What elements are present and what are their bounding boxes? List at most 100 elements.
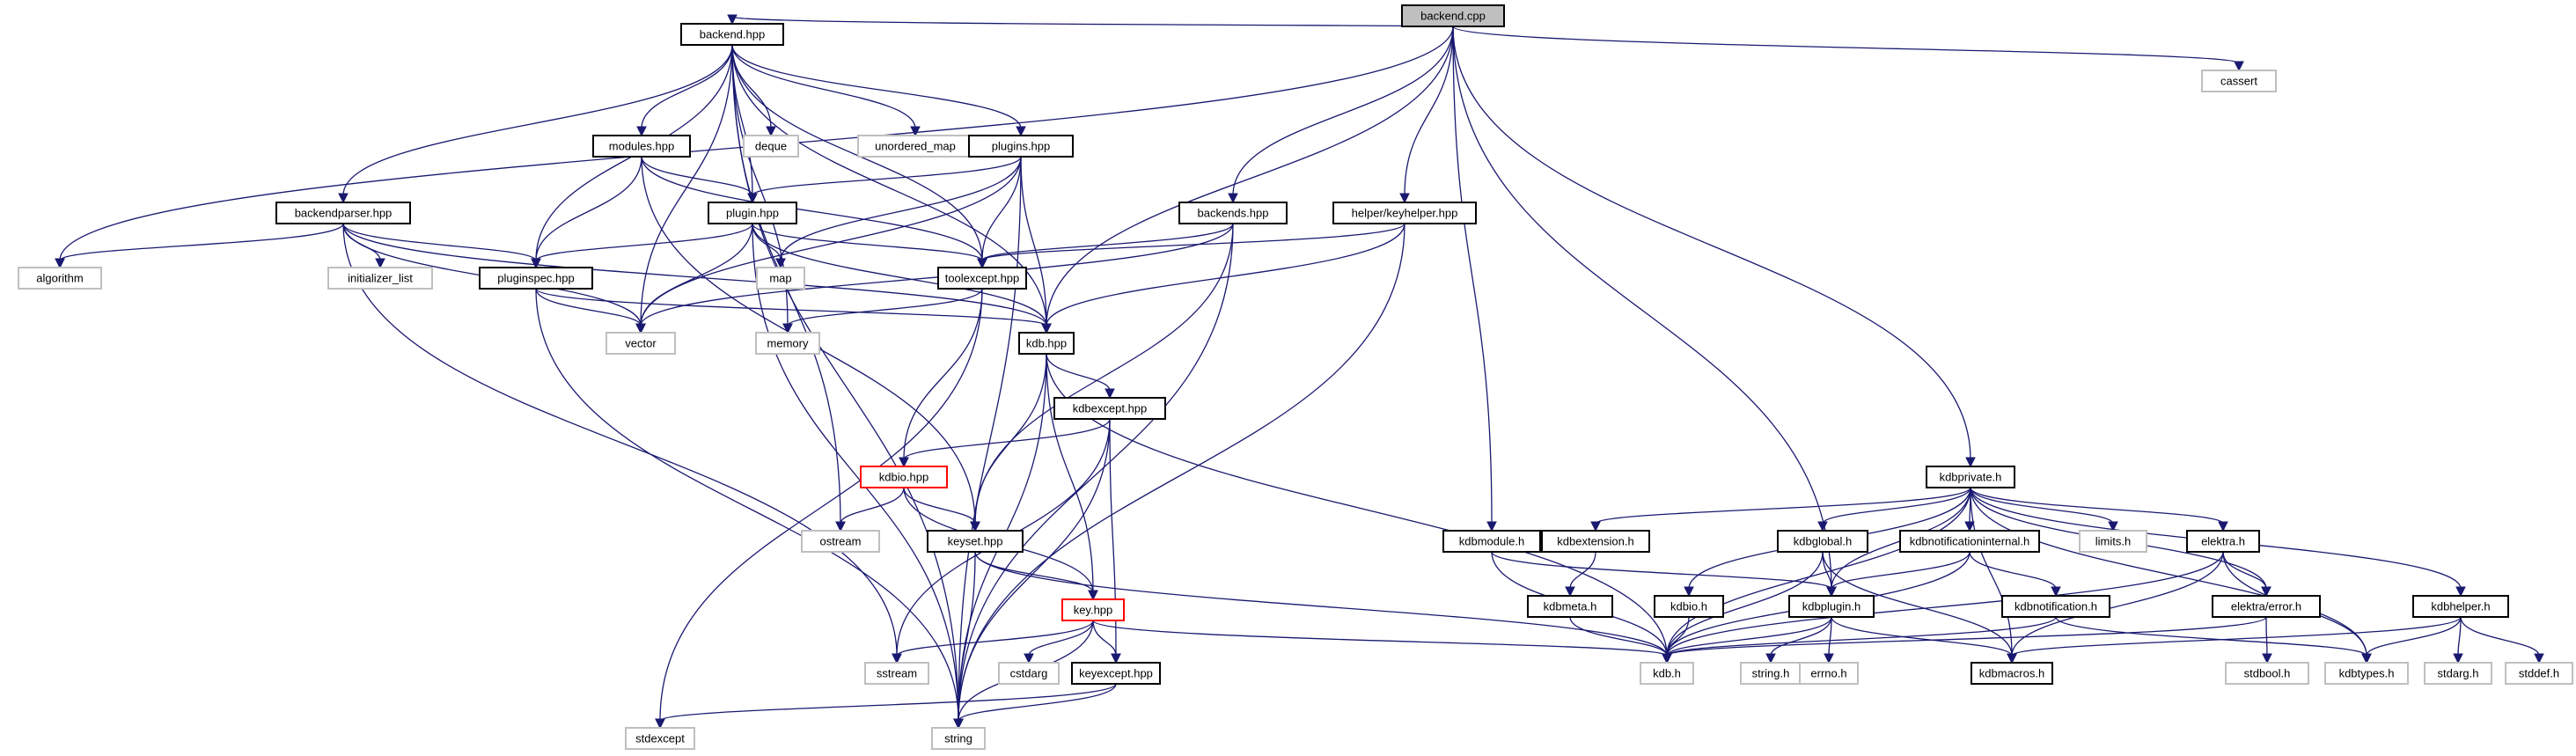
edge-kdbprivate-h-to-limits-h bbox=[1970, 487, 2118, 532]
node-label: keyset.hpp bbox=[948, 535, 1003, 548]
node-kdbnotificationinternal-h[interactable]: kdbnotificationinternal.h bbox=[1899, 530, 2040, 553]
arrowhead-icon bbox=[1041, 323, 1052, 334]
node-key-hpp[interactable]: key.hpp bbox=[1061, 598, 1125, 621]
node-box bbox=[937, 267, 1027, 290]
edge-kdbprivate-h-to-kdbextension-h bbox=[1590, 487, 1971, 532]
arrowhead-icon bbox=[782, 323, 793, 334]
node-label: pluginspec.hpp bbox=[497, 272, 574, 285]
arrowhead-icon bbox=[899, 457, 909, 468]
arrowhead-icon bbox=[747, 193, 758, 204]
edge-kdb-hpp-to-kdbexcept-hpp bbox=[1046, 353, 1115, 400]
node-keyset-hpp[interactable]: keyset.hpp bbox=[927, 530, 1024, 553]
node-stdexcept: stdexcept bbox=[625, 727, 695, 750]
arrowhead-icon bbox=[892, 653, 902, 664]
node-backends-hpp[interactable]: backends.hpp bbox=[1178, 202, 1288, 224]
node-initializer-list: initializer_list bbox=[327, 267, 433, 290]
node-label: toolexcept.hpp bbox=[945, 272, 1020, 285]
node-box bbox=[479, 267, 593, 290]
node-backend-cpp[interactable]: backend.cpp bbox=[1401, 4, 1505, 27]
node-string: string bbox=[931, 727, 986, 750]
node-box bbox=[864, 662, 929, 685]
arrowhead-icon bbox=[2361, 653, 2372, 664]
arrowhead-icon bbox=[1228, 193, 1238, 204]
node-box bbox=[592, 135, 691, 158]
edge-backend-cpp-to-kdbplugin-h bbox=[1452, 26, 1837, 598]
edge-keyexcept-hpp-to-string bbox=[953, 683, 1117, 730]
node-kdbio-hpp[interactable]: kdbio.hpp bbox=[860, 466, 948, 488]
node-backendparser-hpp[interactable]: backendparser.hpp bbox=[275, 202, 411, 224]
node-kdbextension-h[interactable]: kdbextension.h bbox=[1541, 530, 1650, 553]
edge-plugin-hpp-to-toolexcept-hpp bbox=[752, 223, 987, 269]
node-box bbox=[756, 267, 805, 290]
node-box bbox=[2186, 530, 2260, 553]
arrowhead-icon bbox=[1111, 653, 1121, 664]
edge-modules-hpp-to-pluginspec-hpp bbox=[531, 156, 642, 269]
edge-kdbplugin-h-to-errno-h bbox=[1824, 616, 1834, 664]
node-kdbnotification-h[interactable]: kdbnotification.h bbox=[2001, 595, 2110, 618]
node-label: stdexcept bbox=[635, 732, 685, 745]
node-label: stddef.h bbox=[2519, 667, 2559, 680]
edge-kdbextension-h-to-kdbmeta-h bbox=[1565, 551, 1596, 598]
node-label: kdbplugin.h bbox=[1802, 600, 1861, 613]
node-box bbox=[2412, 595, 2509, 618]
arrowhead-icon bbox=[977, 258, 987, 269]
arrowhead-icon bbox=[1964, 521, 1975, 532]
node-kdbmodule-h[interactable]: kdbmodule.h bbox=[1442, 530, 1541, 553]
node-elektra-h[interactable]: elektra.h bbox=[2186, 530, 2260, 553]
node-label: string.h bbox=[1752, 667, 1790, 680]
node-box bbox=[1654, 595, 1724, 618]
edge-pluginspec-hpp-to-vector bbox=[535, 288, 646, 334]
node-kdbglobal-h[interactable]: kdbglobal.h bbox=[1777, 530, 1868, 553]
arrowhead-icon bbox=[375, 258, 385, 269]
edge-kdbexcept-hpp-to-kdbio-hpp bbox=[899, 418, 1111, 468]
node-label: elektra/error.h bbox=[2231, 600, 2301, 613]
node-label: keyexcept.hpp bbox=[1079, 667, 1153, 680]
node-box bbox=[625, 727, 695, 750]
node-kdbio-h[interactable]: kdbio.h bbox=[1654, 595, 1724, 618]
node-kdbhelper-h[interactable]: kdbhelper.h bbox=[2412, 595, 2509, 618]
edge-backend-hpp-to-unordered-map bbox=[731, 44, 921, 137]
node-map: map bbox=[756, 267, 805, 290]
edge-toolexcept-hpp-to-memory bbox=[782, 288, 983, 334]
node-kdbexcept-hpp[interactable]: kdbexcept.hpp bbox=[1053, 397, 1166, 420]
edges-layer bbox=[55, 14, 2544, 730]
node-backend-hpp[interactable]: backend.hpp bbox=[680, 23, 784, 46]
node-kdbplugin-h[interactable]: kdbplugin.h bbox=[1788, 595, 1875, 618]
node-kdbmeta-h[interactable]: kdbmeta.h bbox=[1527, 595, 1613, 618]
arrowhead-icon bbox=[2007, 653, 2017, 664]
node-kdbmacros-h[interactable]: kdbmacros.h bbox=[1971, 662, 2053, 685]
node-box bbox=[860, 466, 948, 488]
node-label: kdbglobal.h bbox=[1794, 535, 1853, 548]
node-plugins-hpp[interactable]: plugins.hpp bbox=[968, 135, 1074, 158]
node-algorithm: algorithm bbox=[18, 267, 102, 290]
node-box bbox=[2225, 662, 2309, 685]
arrowhead-icon bbox=[775, 258, 786, 269]
arrowhead-icon bbox=[1088, 590, 1098, 601]
node-modules-hpp[interactable]: modules.hpp bbox=[592, 135, 691, 158]
arrowhead-icon bbox=[1590, 521, 1601, 532]
node-toolexcept-hpp[interactable]: toolexcept.hpp bbox=[937, 267, 1027, 290]
node-deque: deque bbox=[743, 135, 799, 158]
node-elektra-error-h[interactable]: elektra/error.h bbox=[2212, 595, 2321, 618]
node-box bbox=[998, 662, 1060, 685]
edge-kdbio-hpp-to-keyset-hpp bbox=[903, 487, 980, 532]
node-kdbprivate-h[interactable]: kdbprivate.h bbox=[1926, 466, 2015, 488]
arrowhead-icon bbox=[655, 718, 665, 730]
node-label: errno.h bbox=[1810, 667, 1846, 680]
node-pluginspec-hpp[interactable]: pluginspec.hpp bbox=[479, 267, 593, 290]
node-keyexcept-hpp[interactable]: keyexcept.hpp bbox=[1071, 662, 1161, 685]
edge-plugin-hpp-to-pluginspec-hpp bbox=[531, 223, 753, 269]
node-box bbox=[2001, 595, 2110, 618]
node-box bbox=[1527, 595, 1613, 618]
edge-backend-cpp-to-cassert bbox=[1452, 26, 2244, 72]
node-label: plugin.hpp bbox=[726, 207, 779, 220]
node-helper-keyhelper-hpp[interactable]: helper/keyhelper.hpp bbox=[1332, 202, 1477, 224]
node-label: kdb.hpp bbox=[1026, 337, 1067, 350]
arrowhead-icon bbox=[2262, 653, 2272, 664]
edge-kdbhelper-h-to-kdbmacros-h bbox=[2007, 616, 2462, 664]
node-plugin-hpp[interactable]: plugin.hpp bbox=[708, 202, 797, 224]
node-box bbox=[1541, 530, 1650, 553]
node-ostream: ostream bbox=[801, 530, 880, 553]
node-kdb-hpp[interactable]: kdb.hpp bbox=[1018, 332, 1075, 355]
edge-kdbnotification-h-to-kdb-h bbox=[1662, 616, 2057, 664]
